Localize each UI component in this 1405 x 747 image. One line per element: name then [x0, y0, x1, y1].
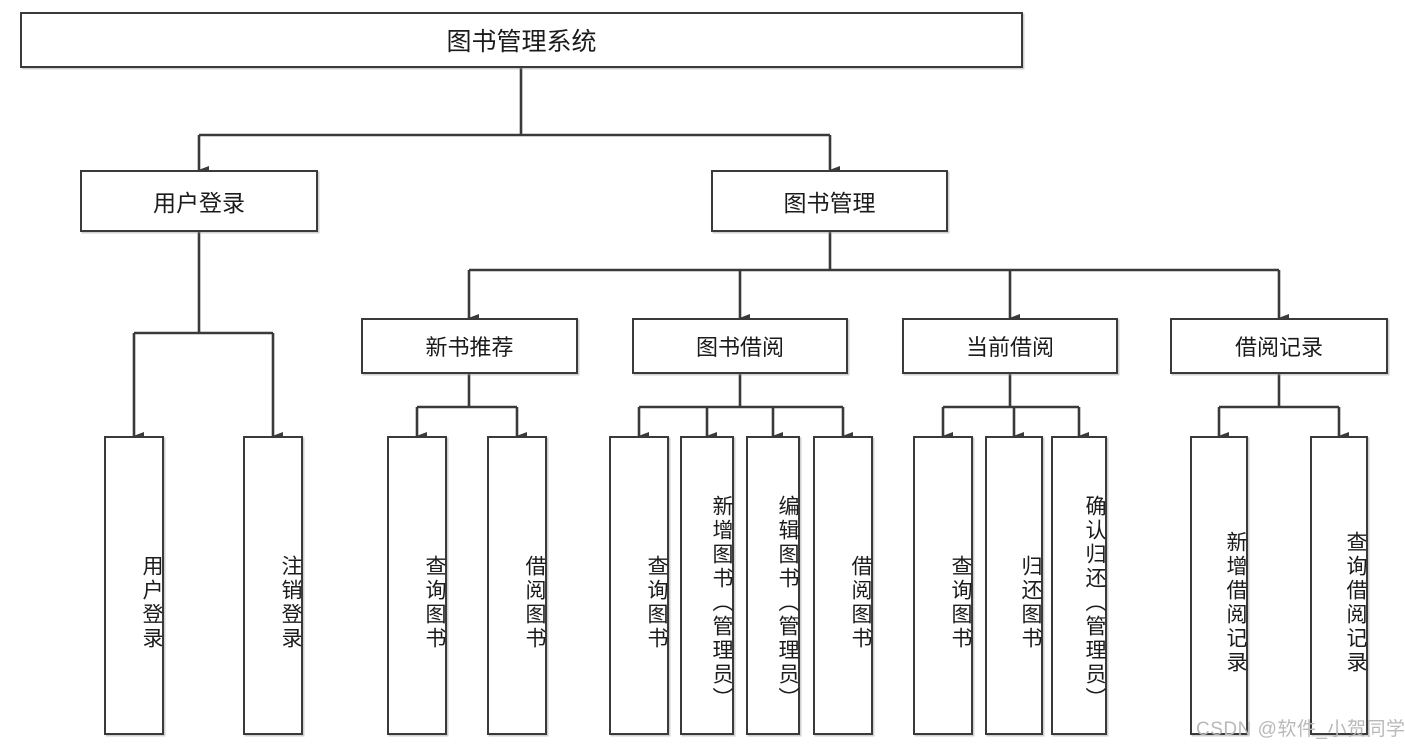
node-leaf-query-book-2-label: 查询图书 [645, 554, 668, 651]
csdn-watermark: CSDN @软件_小贺同学 [1196, 719, 1405, 740]
node-leaf-query-book-1-label: 查询图书 [423, 554, 446, 651]
node-leaf-confirm-return[interactable]: 确认归还（管理员） [1051, 436, 1107, 735]
node-leaf-add-record-label: 新增借阅记录 [1224, 530, 1247, 675]
node-book-borrow-label: 图书借阅 [695, 335, 784, 360]
node-current-borrow[interactable]: 当前借阅 [902, 318, 1118, 374]
node-leaf-edit-book-label: 编辑图书（管理员） [776, 494, 799, 711]
node-leaf-add-book-label: 新增图书（管理员） [710, 494, 733, 711]
node-current-borrow-label: 当前借阅 [965, 335, 1054, 360]
node-leaf-confirm-return-label: 确认归还（管理员） [1083, 494, 1106, 711]
node-new-book-recommend[interactable]: 新书推荐 [361, 318, 578, 374]
node-leaf-user-login-label: 用户登录 [140, 554, 163, 651]
node-book-management[interactable]: 图书管理 [711, 170, 948, 232]
node-leaf-return-book[interactable]: 归还图书 [985, 436, 1043, 735]
node-leaf-add-book[interactable]: 新增图书（管理员） [680, 436, 734, 735]
node-leaf-query-record-label: 查询借阅记录 [1344, 530, 1367, 675]
node-leaf-query-record[interactable]: 查询借阅记录 [1310, 436, 1368, 735]
node-new-book-recommend-label: 新书推荐 [425, 335, 514, 360]
node-user-login-label: 用户登录 [153, 190, 245, 216]
node-root[interactable]: 图书管理系统 [20, 12, 1023, 68]
node-leaf-return-book-label: 归还图书 [1019, 554, 1042, 651]
node-leaf-user-logout[interactable]: 注销登录 [243, 436, 303, 735]
node-leaf-edit-book[interactable]: 编辑图书（管理员） [746, 436, 800, 735]
node-leaf-query-book-3-label: 查询图书 [949, 554, 972, 651]
node-root-label: 图书管理系统 [446, 28, 597, 56]
node-leaf-add-record[interactable]: 新增借阅记录 [1190, 436, 1248, 735]
node-leaf-borrow-book-2[interactable]: 借阅图书 [813, 436, 873, 735]
node-leaf-borrow-book-1[interactable]: 借阅图书 [487, 436, 547, 735]
node-book-management-label: 图书管理 [783, 190, 876, 216]
node-leaf-user-logout-label: 注销登录 [279, 554, 302, 651]
node-leaf-query-book-3[interactable]: 查询图书 [913, 436, 973, 735]
node-book-borrow[interactable]: 图书借阅 [632, 318, 848, 374]
node-leaf-borrow-book-1-label: 借阅图书 [523, 554, 546, 651]
node-borrow-record[interactable]: 借阅记录 [1170, 318, 1388, 374]
node-leaf-borrow-book-2-label: 借阅图书 [849, 554, 872, 651]
node-borrow-record-label: 借阅记录 [1234, 335, 1323, 360]
node-leaf-query-book-1[interactable]: 查询图书 [387, 436, 447, 735]
node-user-login[interactable]: 用户登录 [80, 170, 318, 232]
node-leaf-user-login[interactable]: 用户登录 [104, 436, 164, 735]
node-leaf-query-book-2[interactable]: 查询图书 [609, 436, 669, 735]
